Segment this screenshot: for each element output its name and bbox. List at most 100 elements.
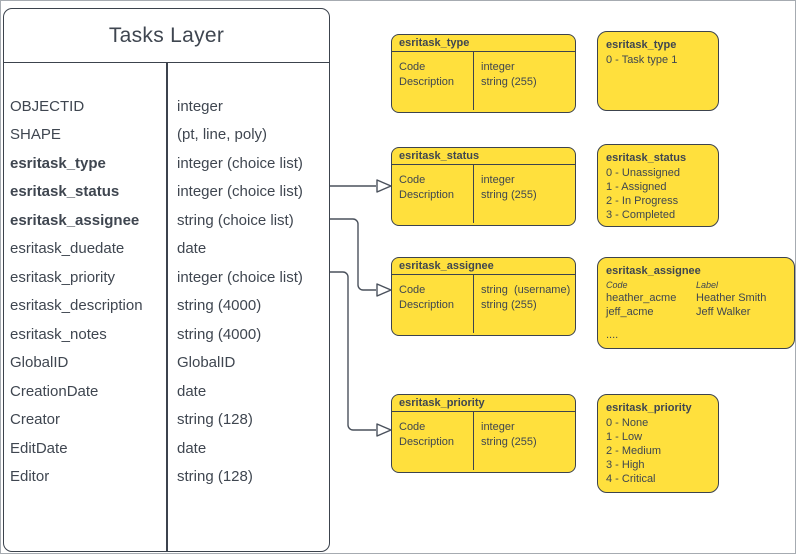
field-name: Creator <box>10 411 61 429</box>
table-row: GlobalID GlobalID <box>4 349 329 378</box>
field-name: esritask_assignee <box>10 211 140 229</box>
assignee-code: jeff_acme <box>606 306 654 318</box>
domain-list-assignee: esritask_assignee Code Label heather_acm… <box>597 257 795 349</box>
table-row: EditDate date <box>4 434 329 463</box>
domain-value: 2 - In Progress <box>606 195 679 207</box>
tasks-layer-title: Tasks Layer <box>4 9 329 63</box>
attr-table-title: esritask_priority <box>392 395 575 412</box>
attr-types: string (username) string (255) <box>473 275 575 333</box>
domain-list-title: esritask_priority <box>606 402 692 414</box>
field-type: integer (choice list) <box>177 268 303 286</box>
field-name: GlobalID <box>10 354 69 372</box>
table-row: esritask_description string (4000) <box>4 292 329 321</box>
domain-value: 3 - Completed <box>606 209 676 221</box>
field-type: string (4000) <box>177 297 262 315</box>
assignee-col-header: Label <box>696 280 719 290</box>
table-row: esritask_priority integer (choice list) <box>4 263 329 292</box>
assignee-ellipsis: .... <box>606 329 619 341</box>
connector-assignee <box>330 218 376 291</box>
table-row: CreationDate date <box>4 377 329 406</box>
assignee-label: Heather Smith <box>696 292 767 304</box>
attr-fields: Code Description <box>392 165 473 223</box>
field-name: CreationDate <box>10 382 99 400</box>
table-row: esritask_assignee string (choice list) <box>4 206 329 235</box>
attr-field: Code <box>399 421 426 433</box>
attr-type: integer <box>481 421 515 433</box>
domain-list-type: esritask_type 0 - Task type 1 <box>597 31 719 111</box>
attr-field: Description <box>399 435 455 448</box>
attr-table-assignee: esritask_assignee Code Description strin… <box>391 257 576 336</box>
attr-type: integer <box>481 61 515 73</box>
attr-type: integer <box>481 174 515 186</box>
field-name: esritask_status <box>10 183 120 201</box>
field-name: EditDate <box>10 439 68 457</box>
domain-value: 3 - High <box>606 459 645 471</box>
field-type: integer <box>177 97 223 115</box>
column-divider <box>166 63 168 551</box>
assignee-code: heather_acme <box>606 292 677 304</box>
field-name: esritask_notes <box>10 325 107 343</box>
table-row: Creator string (128) <box>4 406 329 435</box>
field-type: string (128) <box>177 411 253 429</box>
domain-value: 0 - Task type 1 <box>606 54 678 66</box>
attr-field: Code <box>399 284 426 296</box>
domain-list-title: esritask_type <box>606 39 677 51</box>
domain-value: 2 - Medium <box>606 445 662 457</box>
domain-value: 0 - None <box>606 417 649 429</box>
attr-fields: Code Description <box>392 275 473 333</box>
attr-fields: Code Description <box>392 52 473 110</box>
domain-list-status: esritask_status 0 - Unassigned 1 - Assig… <box>597 144 719 227</box>
field-name: Editor <box>10 468 50 486</box>
field-list: OBJECTID integer SHAPE (pt, line, poly) es… <box>4 92 329 491</box>
attr-field: Description <box>399 298 455 311</box>
assignee-col-header: Code <box>606 280 628 290</box>
field-type: GlobalID <box>177 354 236 372</box>
assignee-label: Jeff Walker <box>696 306 751 318</box>
field-name: esritask_type <box>10 154 106 172</box>
table-row: esritask_notes string (4000) <box>4 320 329 349</box>
field-type: integer (choice list) <box>177 154 303 172</box>
field-type: (pt, line, poly) <box>177 126 268 144</box>
field-name: esritask_duedate <box>10 240 125 258</box>
domain-value: 4 - Critical <box>606 473 656 485</box>
field-name: SHAPE <box>10 126 61 144</box>
table-row: OBJECTID integer <box>4 92 329 121</box>
field-type: string (choice list) <box>177 211 294 229</box>
field-type: date <box>177 382 207 400</box>
attr-table-title: esritask_status <box>392 148 575 165</box>
domain-list-priority: esritask_priority 0 - None 1 - Low 2 - M… <box>597 394 719 493</box>
attr-type: string (255) <box>481 298 537 311</box>
attr-type: string (username) <box>481 284 571 296</box>
attr-type: string (255) <box>481 188 537 201</box>
attr-table-title: esritask_assignee <box>392 258 575 275</box>
domain-value: 1 - Low <box>606 431 643 443</box>
arrowhead-status-icon <box>376 179 392 193</box>
attr-types: integer string (255) <box>473 412 575 470</box>
field-name: OBJECTID <box>10 97 85 115</box>
field-name: esritask_priority <box>10 268 116 286</box>
attr-table-status: esritask_status Code Description integer… <box>391 147 576 226</box>
attr-type: string (255) <box>481 435 537 448</box>
attr-fields: Code Description <box>392 412 473 470</box>
attr-table-type: esritask_type Code Description integer s… <box>391 34 576 113</box>
attr-types: integer string (255) <box>473 52 575 110</box>
domain-value: 0 - Unassigned <box>606 167 680 179</box>
domain-list-title: esritask_status <box>606 152 687 164</box>
field-name: esritask_description <box>10 297 143 315</box>
table-row: esritask_type integer (choice list) <box>4 149 329 178</box>
attr-field: Description <box>399 188 455 201</box>
field-type: date <box>177 439 207 457</box>
field-type: string (4000) <box>177 325 262 343</box>
attr-table-priority: esritask_priority Code Description integ… <box>391 394 576 473</box>
domain-value: 1 - Assigned <box>606 181 667 193</box>
attr-field: Code <box>399 61 426 73</box>
arrowhead-assignee-icon <box>376 283 392 297</box>
attr-field: Code <box>399 174 426 186</box>
attr-types: integer string (255) <box>473 165 575 223</box>
